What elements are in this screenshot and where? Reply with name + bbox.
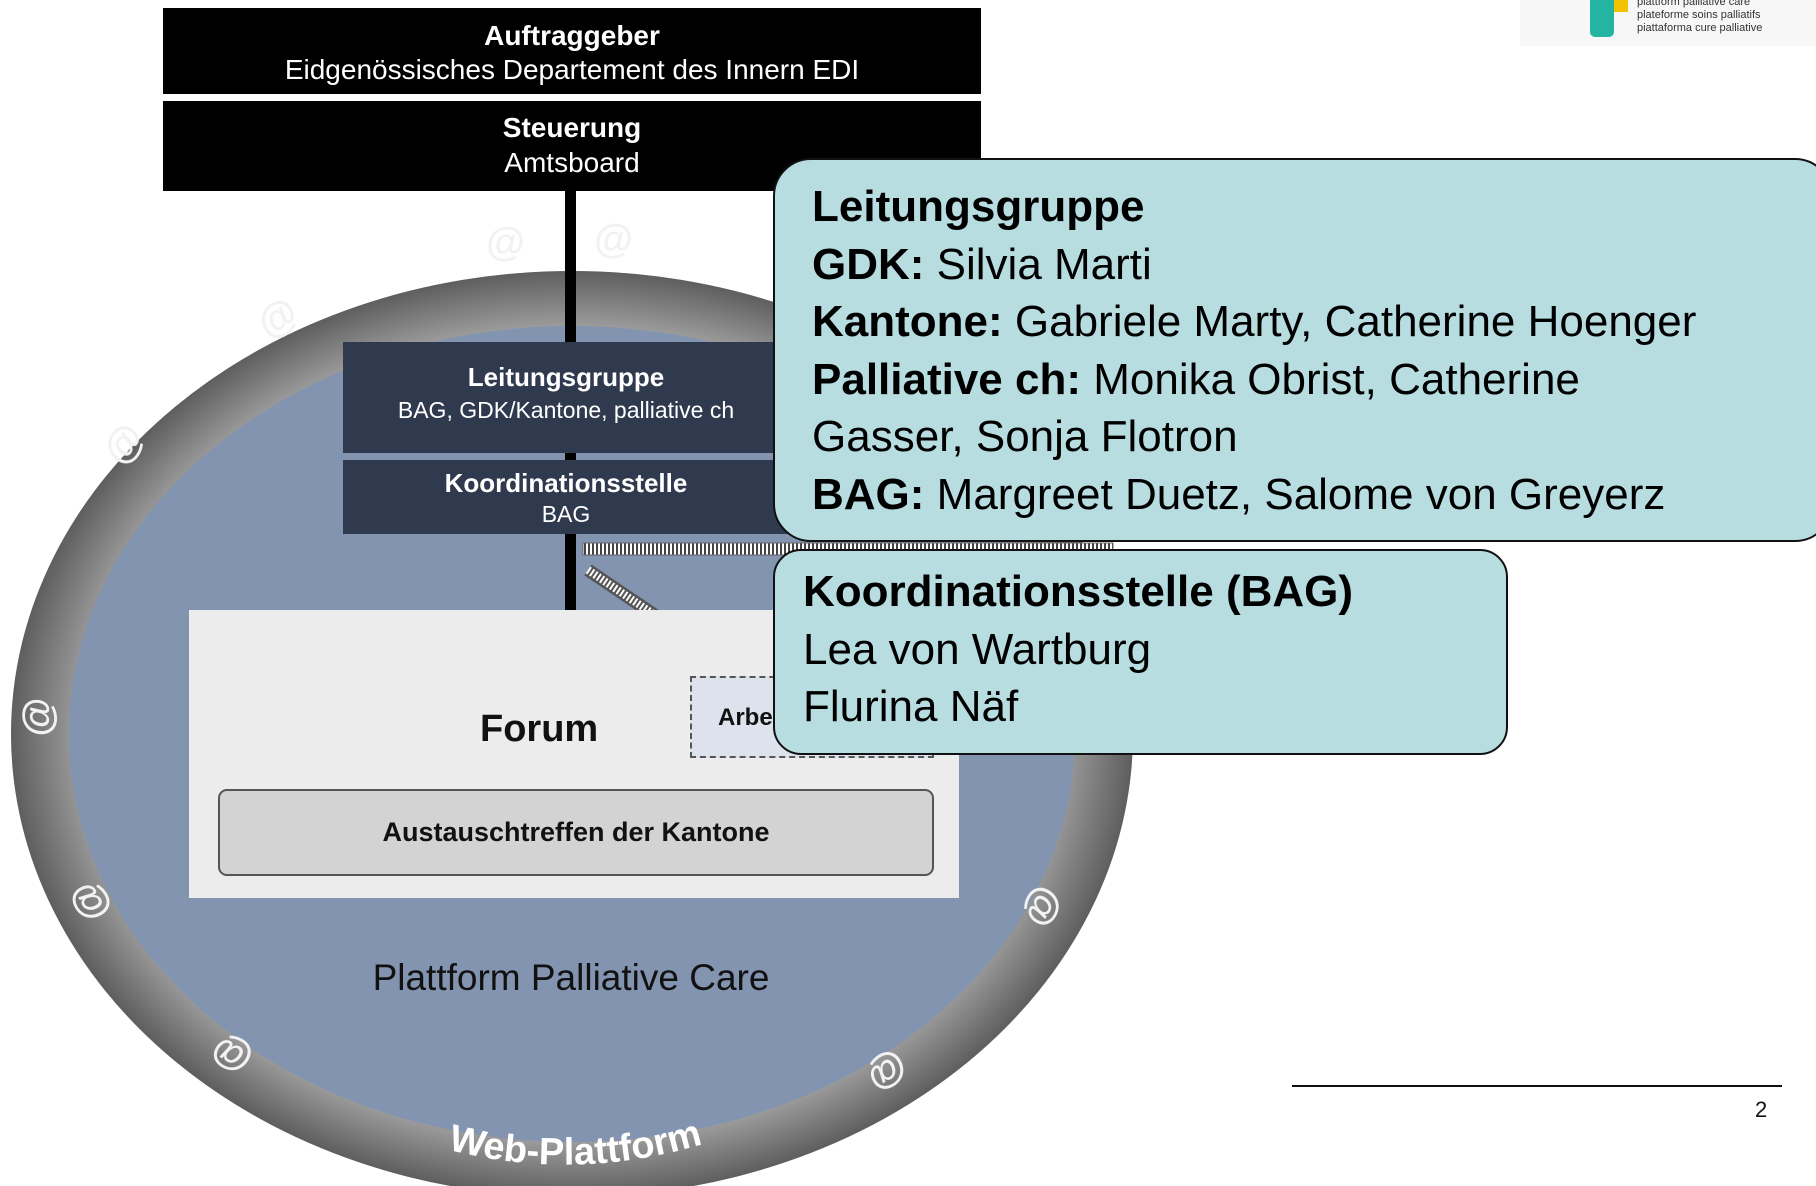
koordinationsstelle-block-title: Koordinationsstelle bbox=[444, 468, 688, 498]
logo-accent-icon bbox=[1614, 0, 1628, 12]
page-number: 2 bbox=[1755, 1097, 1768, 1122]
forum-label: Forum bbox=[480, 708, 599, 750]
logo-line: plattform palliative care bbox=[1637, 0, 1751, 8]
leitungsgruppe-block-title: Leitungsgruppe bbox=[467, 362, 665, 392]
koordinationsstelle-callout: Koordinationsstelle (BAG) Lea von Wartbu… bbox=[773, 549, 1508, 755]
logo-mark-icon bbox=[1590, 0, 1614, 37]
auftraggeber-title: Auftraggeber bbox=[484, 20, 660, 51]
member-row: Lea von Wartburg bbox=[803, 624, 1152, 674]
at-icon: @ bbox=[15, 697, 60, 737]
arbeitsgruppe-label: Arbe bbox=[718, 704, 773, 731]
leitungsgruppe-block: Leitungsgruppe BAG, GDK/Kantone, palliat… bbox=[343, 342, 789, 453]
leitungsgruppe-block-subtitle: BAG, GDK/Kantone, palliative ch bbox=[397, 397, 735, 423]
logo-text: plattform palliative care plateforme soi… bbox=[1637, 0, 1762, 35]
austauschtreffen-box: Austauschtreffen der Kantone bbox=[218, 789, 934, 876]
member-row: GDK: Silvia Marti bbox=[812, 239, 1152, 289]
member-row: Gasser, Sonja Flotron bbox=[812, 412, 1238, 461]
steuerung-subtitle: Amtsboard bbox=[504, 147, 640, 178]
logo bbox=[1520, 0, 1816, 46]
member-row: Flurina Näf bbox=[803, 682, 1019, 731]
leitungsgruppe-callout: Leitungsgruppe GDK: Silvia Marti Kantone… bbox=[773, 158, 1816, 542]
koordinationsstelle-block: Koordinationsstelle BAG bbox=[343, 460, 789, 534]
member-row: Palliative ch: Monika Obrist, Catherine bbox=[812, 354, 1580, 404]
at-icon: @ bbox=[594, 217, 634, 261]
steuerung-title: Steuerung bbox=[502, 112, 642, 143]
leitungsgruppe-callout-title: Leitungsgruppe bbox=[812, 182, 1145, 231]
logo-line: plateforme soins palliatifs bbox=[1637, 9, 1761, 21]
koordinationsstelle-callout-title: Koordinationsstelle (BAG) bbox=[803, 567, 1354, 616]
koordinationsstelle-block-subtitle: BAG bbox=[541, 501, 591, 527]
at-icon: @ bbox=[486, 220, 526, 264]
footer-divider bbox=[1292, 1085, 1782, 1087]
auftraggeber-block: Auftraggeber Eidgenössisches Departement… bbox=[163, 8, 981, 94]
plattform-label: Plattform Palliative Care bbox=[372, 957, 770, 998]
logo-line: piattaforma cure palliative bbox=[1637, 22, 1763, 34]
auftraggeber-subtitle: Eidgenössisches Departement des Innern E… bbox=[284, 54, 860, 85]
member-row: BAG: Margreet Duetz, Salome von Greyerz bbox=[812, 469, 1666, 519]
member-row: Kantone: Gabriele Marty, Catherine Hoeng… bbox=[812, 297, 1697, 346]
